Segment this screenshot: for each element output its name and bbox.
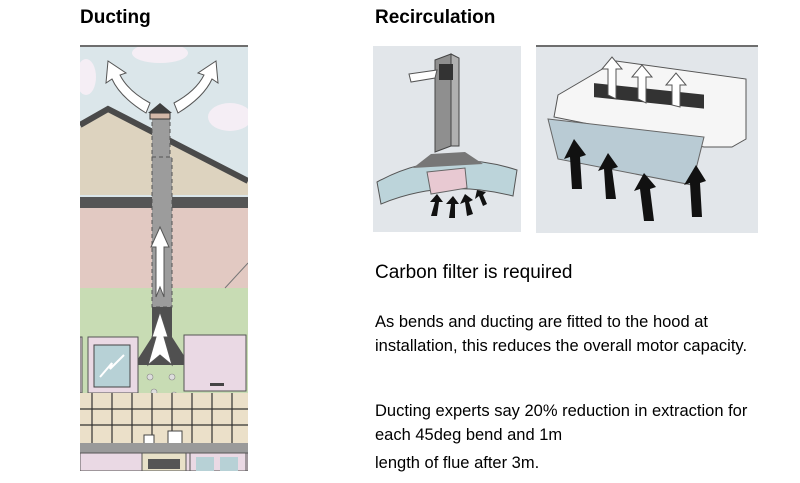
recirculation-divider — [536, 45, 758, 47]
ducting-illustration — [80, 47, 248, 471]
ducting-reduction-line-2: length of flue after 3m. — [375, 454, 540, 472]
ducting-divider — [80, 45, 248, 47]
ducting-kitchen-drawing — [80, 47, 248, 471]
under-cabinet-hood-drawing — [536, 47, 758, 233]
ducting-reduction-paragraph: Ducting experts say 20% reduction in ext… — [375, 399, 785, 475]
island-hood-illustration — [373, 46, 521, 232]
ducting-heading: Ducting — [80, 7, 151, 28]
ducting-reduction-line-1: Ducting experts say 20% reduction in ext… — [375, 402, 748, 444]
island-hood-drawing — [373, 46, 521, 232]
under-cabinet-hood-illustration — [536, 47, 758, 233]
carbon-filter-note: Carbon filter is required — [375, 262, 573, 283]
recirculation-heading: Recirculation — [375, 7, 496, 28]
motor-capacity-paragraph: As bends and ducting are fitted to the h… — [375, 313, 748, 355]
